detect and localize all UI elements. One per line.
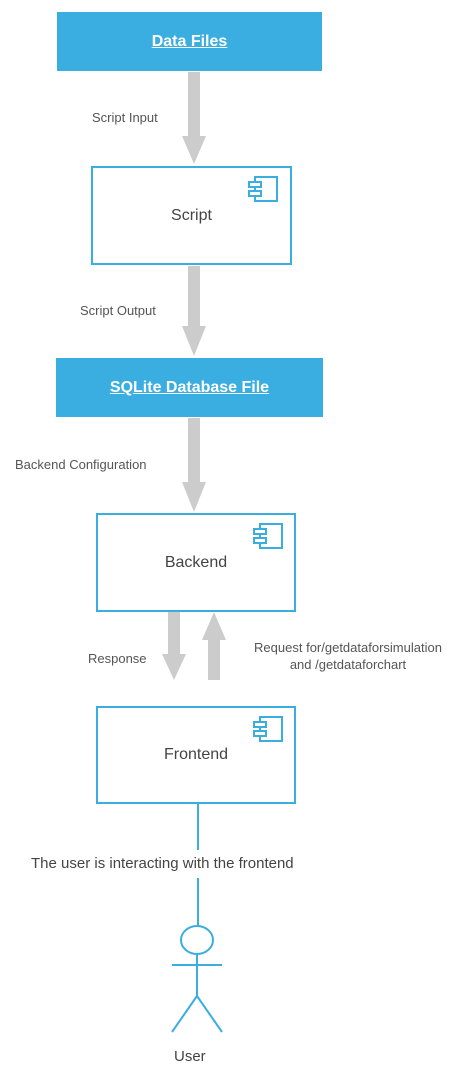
sqlite-database-artifact: SQLite Database File bbox=[56, 358, 323, 417]
arrow-script-output bbox=[182, 266, 206, 356]
stick-figure-icon bbox=[171, 925, 223, 1033]
request-label-line1: Request for/getdataforsimulation bbox=[254, 640, 442, 655]
script-output-label: Script Output bbox=[80, 303, 156, 318]
component-icon bbox=[253, 523, 283, 549]
actor-label: User bbox=[174, 1048, 206, 1065]
response-label: Response bbox=[88, 651, 147, 666]
sqlite-database-label: SQLite Database File bbox=[109, 378, 270, 396]
backend-label: Backend bbox=[164, 553, 228, 571]
frontend-label: Frontend bbox=[163, 746, 229, 763]
arrow-script-input bbox=[182, 72, 206, 164]
backend-component: Backend bbox=[96, 513, 296, 612]
request-label-line2: and /getdataforchart bbox=[289, 657, 407, 672]
component-icon bbox=[248, 176, 278, 202]
frontend-component: Frontend bbox=[96, 706, 296, 804]
arrow-backend-configuration bbox=[182, 418, 206, 512]
arrow-request bbox=[202, 612, 226, 680]
component-icon bbox=[253, 716, 283, 742]
script-input-label: Script Input bbox=[92, 110, 158, 125]
arrow-response bbox=[162, 612, 186, 680]
request-label: Request for/getdataforsimulation and /ge… bbox=[230, 640, 466, 672]
backend-configuration-label: Backend Configuration bbox=[15, 457, 147, 472]
user-interaction-note: The user is interacting with the fronten… bbox=[31, 855, 294, 872]
data-files-artifact: Data Files bbox=[57, 12, 322, 71]
script-component: Script bbox=[91, 166, 292, 265]
script-label: Script bbox=[171, 206, 212, 224]
data-files-label: Data Files bbox=[151, 32, 228, 50]
